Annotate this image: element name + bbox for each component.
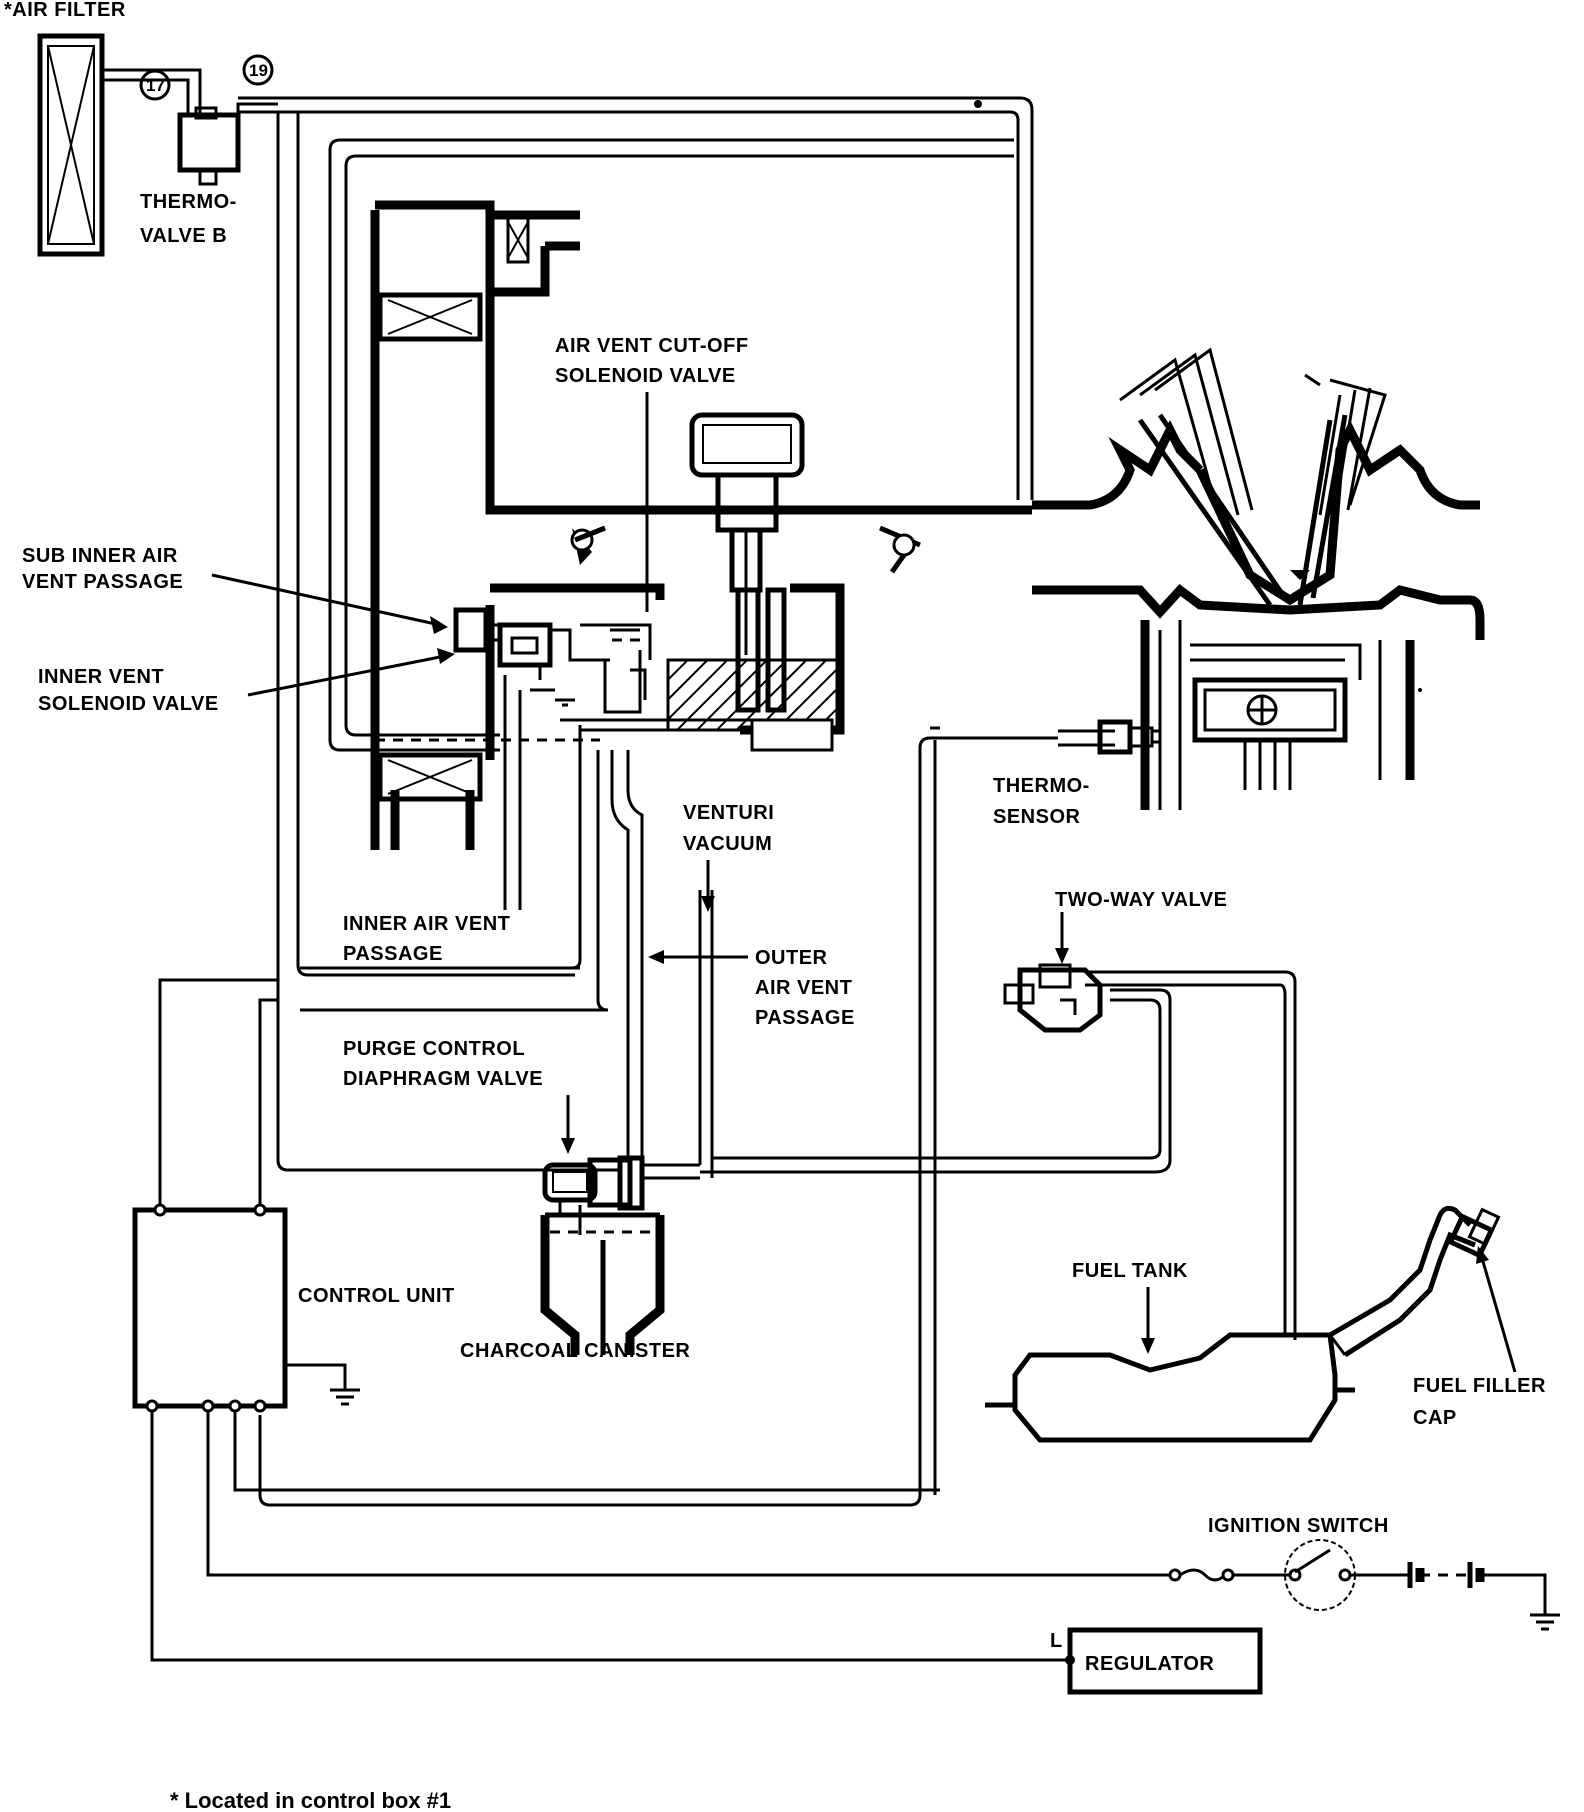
vacuum-hoses xyxy=(238,96,1034,1172)
ground-symbol xyxy=(330,1388,360,1406)
float-bowl xyxy=(485,583,845,760)
carburetor-air-horn xyxy=(370,200,1032,850)
leader-fuel-filler xyxy=(1480,1257,1517,1373)
label-thermo-valve-b-line1: THERMO- xyxy=(140,191,237,213)
label-inner-air-vent-line2: PASSAGE xyxy=(343,943,443,965)
engine-cylinder-head xyxy=(1032,347,1485,640)
label-fuel-filler-line1: FUEL FILLER xyxy=(1413,1375,1546,1397)
thermo-valve-b xyxy=(102,68,278,186)
label-outer-air-vent-line2: AIR VENT xyxy=(755,977,852,999)
inner-vent-solenoid-valve xyxy=(453,607,610,707)
label-thermo-valve-b-line2: VALVE B xyxy=(140,225,227,247)
label-sub-inner-line2: VENT PASSAGE xyxy=(22,571,183,593)
label-air-filter: *AIR FILTER xyxy=(4,0,126,21)
regulator xyxy=(1065,1627,1263,1695)
label-thermo-sensor-line1: THERMO- xyxy=(993,775,1090,797)
label-fuel-filler-line2: CAP xyxy=(1413,1407,1457,1429)
piston xyxy=(1192,677,1348,743)
label-outer-air-vent-line3: PASSAGE xyxy=(755,1007,855,1029)
leader-inner-vent xyxy=(247,654,446,697)
label-terminal-l: L xyxy=(1050,1630,1063,1652)
label-fuel-tank: FUEL TANK xyxy=(1072,1260,1188,1282)
label-venturi-line1: VENTURI xyxy=(683,802,774,824)
label-inner-vent-line1: INNER VENT xyxy=(38,666,164,688)
lower-filter-element xyxy=(377,752,483,802)
callout-17-text: 17 xyxy=(146,76,165,95)
air-vent-cutoff-solenoid-valve xyxy=(689,412,805,655)
label-purge-control-line1: PURGE CONTROL xyxy=(343,1038,525,1060)
label-inner-vent-line2: SOLENOID VALVE xyxy=(38,693,219,715)
control-unit xyxy=(132,1203,288,1413)
label-regulator: REGULATOR xyxy=(1085,1653,1214,1675)
thermo-sensor xyxy=(1058,719,1160,755)
battery xyxy=(1407,1562,1560,1631)
charcoal-canister xyxy=(540,1212,665,1355)
fuel-tank xyxy=(985,1332,1355,1443)
label-two-way-valve: TWO-WAY VALVE xyxy=(1055,889,1227,911)
air-filter xyxy=(37,33,105,257)
fuel-filler-neck xyxy=(1328,1205,1501,1358)
thermo-sensor-wire xyxy=(258,736,1058,1507)
control-unit-wiring xyxy=(150,978,1175,1662)
air-horn-filter-element xyxy=(377,292,483,342)
label-air-vent-cutoff-line1: AIR VENT CUT-OFF xyxy=(555,335,749,357)
fuse xyxy=(1168,1568,1290,1582)
engine-block xyxy=(1140,620,1422,810)
sub-passages xyxy=(560,623,760,732)
label-thermo-sensor-line2: SENSOR xyxy=(993,806,1081,828)
callout-19: 19 xyxy=(242,54,274,86)
label-sub-inner-line1: SUB INNER AIR xyxy=(22,545,178,567)
throttle-plates xyxy=(570,525,921,574)
label-purge-control-line2: DIAPHRAGM VALVE xyxy=(343,1068,543,1090)
label-inner-air-vent-line1: INNER AIR VENT xyxy=(343,913,510,935)
label-outer-air-vent-line1: OUTER xyxy=(755,947,828,969)
label-venturi-line2: VACUUM xyxy=(683,833,772,855)
canister-hoses xyxy=(610,740,1172,1495)
battery-ground-symbol xyxy=(1530,1613,1560,1631)
label-control-unit: CONTROL UNIT xyxy=(298,1285,455,1307)
label-charcoal-canister: CHARCOAL CANISTER xyxy=(460,1340,690,1362)
leader-sub-inner xyxy=(211,573,441,627)
footnote: * Located in control box #1 xyxy=(170,1788,451,1812)
two-way-valve xyxy=(1003,963,1297,1340)
label-air-vent-cutoff-line2: SOLENOID VALVE xyxy=(555,365,736,387)
ignition-switch xyxy=(1284,1539,1410,1611)
callout-19-text: 19 xyxy=(249,61,268,80)
label-ignition-switch: IGNITION SWITCH xyxy=(1208,1515,1389,1537)
callout-17: 17 xyxy=(139,69,171,101)
